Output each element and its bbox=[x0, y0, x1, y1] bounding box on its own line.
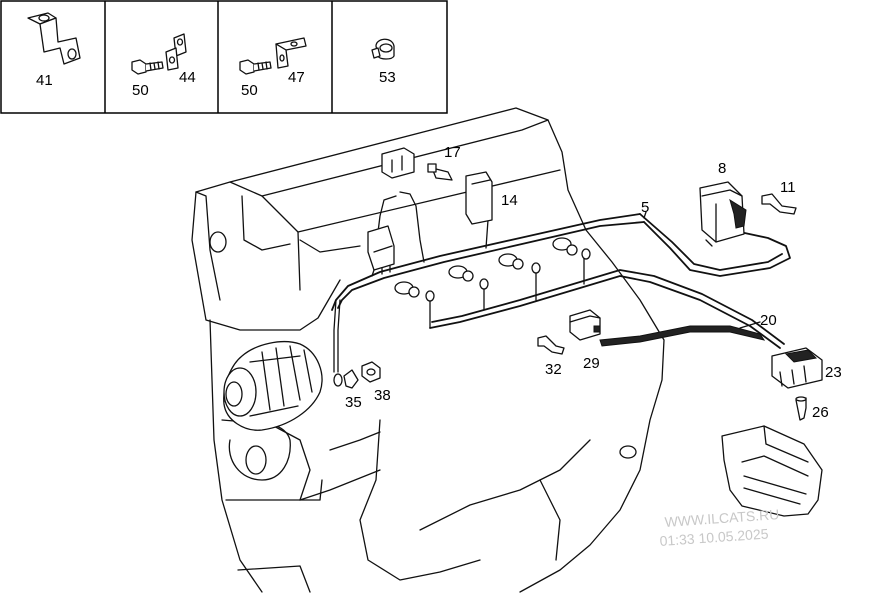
connector-23-icon[interactable] bbox=[771, 347, 823, 389]
pin-26-icon[interactable] bbox=[795, 396, 807, 421]
callout-29[interactable]: 29 bbox=[583, 355, 600, 372]
bracket-47-icon[interactable] bbox=[275, 37, 307, 69]
bracket-44-icon[interactable] bbox=[165, 33, 187, 71]
wiring-harness bbox=[331, 191, 791, 373]
callout-17[interactable]: 17 bbox=[444, 144, 461, 161]
parts-table-frame bbox=[0, 0, 448, 114]
label-44[interactable]: 44 bbox=[179, 69, 196, 86]
bracket-41-icon[interactable] bbox=[27, 12, 81, 65]
parts-table: 41 50 44 5 bbox=[0, 0, 448, 114]
harness-plugs bbox=[333, 237, 591, 387]
label-41[interactable]: 41 bbox=[36, 72, 53, 89]
label-50[interactable]: 50 bbox=[132, 82, 149, 99]
callout-32[interactable]: 32 bbox=[545, 361, 562, 378]
plug-icon bbox=[498, 253, 524, 270]
engine-outline bbox=[191, 107, 665, 593]
terminal-11-icon[interactable] bbox=[761, 193, 797, 215]
sensor-17-icon[interactable] bbox=[427, 163, 453, 181]
watermark-line2: 01:33 10.05.2025 bbox=[659, 525, 769, 549]
callout-20[interactable]: 20 bbox=[760, 312, 777, 329]
label-47[interactable]: 47 bbox=[288, 69, 305, 86]
module-14-icon[interactable] bbox=[465, 171, 493, 225]
ring-terminal-icon bbox=[333, 248, 591, 387]
nut-38-icon[interactable] bbox=[361, 361, 381, 383]
alternator-icon bbox=[223, 341, 323, 431]
callout-23[interactable]: 23 bbox=[825, 364, 842, 381]
callout-11[interactable]: 11 bbox=[780, 179, 796, 196]
ecu-cover-icon bbox=[721, 425, 823, 517]
fuse-box-8-icon[interactable] bbox=[699, 181, 747, 247]
clip-53-icon[interactable] bbox=[371, 38, 395, 60]
connector-29-icon[interactable] bbox=[569, 309, 601, 341]
relay-icon[interactable] bbox=[367, 225, 395, 277]
label-50[interactable]: 50 bbox=[241, 82, 258, 99]
terminal-32-icon[interactable] bbox=[537, 335, 565, 355]
connector-block-icon[interactable] bbox=[381, 147, 415, 179]
clip-35-icon[interactable] bbox=[343, 369, 359, 389]
bolt-50-icon[interactable] bbox=[131, 59, 164, 75]
label-53[interactable]: 53 bbox=[379, 69, 396, 86]
watermark: WWW.ILCATS.RU 01:33 10.05.2025 bbox=[659, 506, 780, 549]
plug-icon bbox=[394, 281, 420, 298]
callout-14[interactable]: 14 bbox=[501, 192, 518, 209]
bolt-50-icon[interactable] bbox=[239, 59, 272, 75]
callout-8[interactable]: 8 bbox=[718, 160, 726, 177]
plug-icon bbox=[448, 265, 474, 282]
callout-35[interactable]: 35 bbox=[345, 394, 362, 411]
callout-26[interactable]: 26 bbox=[812, 404, 829, 421]
callout-38[interactable]: 38 bbox=[374, 387, 391, 404]
callout-5[interactable]: 5 bbox=[641, 199, 649, 216]
plug-icon bbox=[552, 237, 578, 256]
watermark-line1: WWW.ILCATS.RU bbox=[664, 506, 780, 530]
